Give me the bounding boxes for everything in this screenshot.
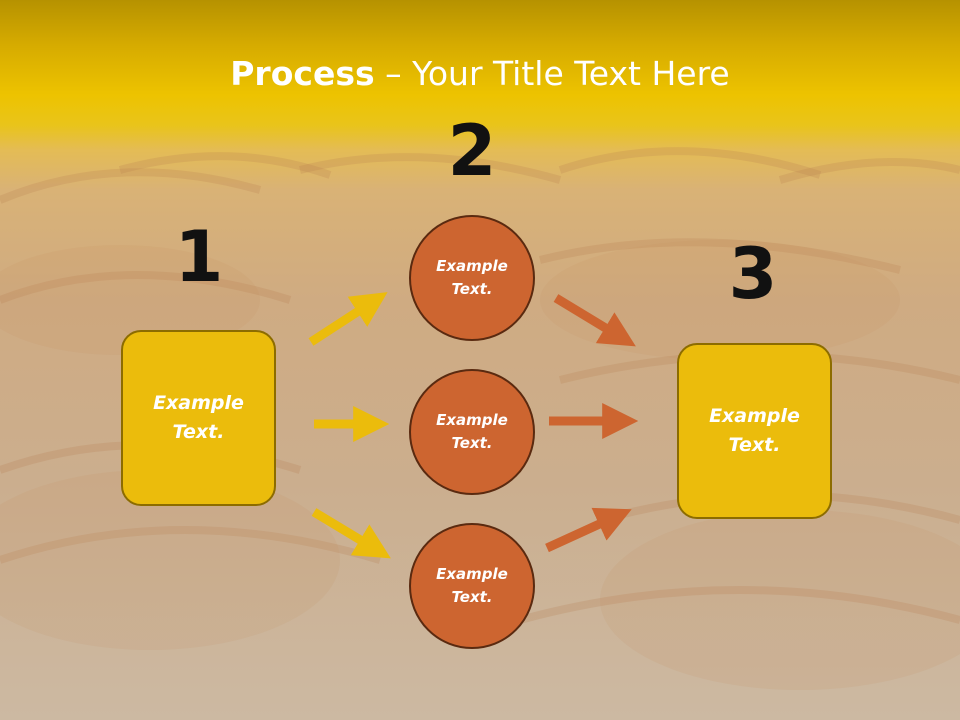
arrow-left-to-bottom-icon xyxy=(311,508,391,559)
arrow-top-to-right-icon xyxy=(553,294,636,347)
arrow-left-to-top-icon xyxy=(308,292,388,346)
process-circle-middle: Example Text. xyxy=(409,369,535,495)
process-box-left: Example Text. xyxy=(121,330,276,506)
title-rest: Your Title Text Here xyxy=(412,54,730,93)
title-bold: Process xyxy=(230,54,375,93)
process-box-right-text: Example Text. xyxy=(709,405,800,456)
process-circle-middle-text: Example Text. xyxy=(436,411,508,452)
process-circle-bottom-text: Example Text. xyxy=(436,565,508,606)
process-box-right: Example Text. xyxy=(677,343,832,519)
process-box-left-text: Example Text. xyxy=(153,392,244,443)
process-circle-top-text: Example Text. xyxy=(436,257,508,298)
process-circle-bottom: Example Text. xyxy=(409,523,535,649)
process-circle-top: Example Text. xyxy=(409,215,535,341)
step-number-2: 2 xyxy=(447,110,497,192)
title-dash: – xyxy=(374,54,413,93)
step-number-3: 3 xyxy=(728,233,778,315)
step-number-1: 1 xyxy=(174,216,224,298)
arrow-bottom-to-right-icon xyxy=(545,507,632,553)
slide-title: Process – Your Title Text Here xyxy=(0,52,960,96)
